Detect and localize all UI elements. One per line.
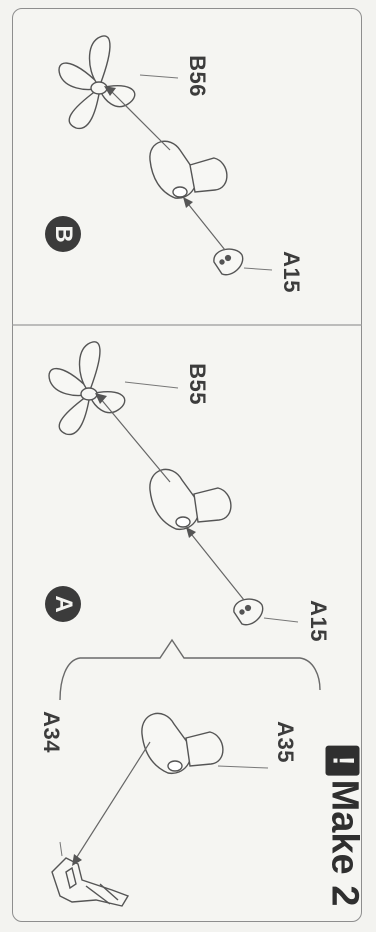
hub-b-icon: [150, 141, 227, 198]
step-a-drawing: [49, 342, 298, 625]
hub-a-icon: [150, 469, 231, 529]
make-count-label: ! Make 2: [323, 746, 366, 907]
make-count-text: Make 2: [324, 780, 366, 907]
base-a15-a-icon: [234, 599, 263, 625]
part-label-a15-a: A15: [305, 600, 331, 642]
part-label-b55: B55: [184, 363, 210, 405]
part-label-a34: A34: [38, 711, 64, 753]
hub-a35-icon: [142, 713, 223, 773]
part-label-a15-b: A15: [278, 251, 304, 293]
exclamation-icon: !: [326, 746, 360, 776]
step-a-badge-label: A: [49, 595, 77, 612]
part-label-b56: B56: [184, 55, 210, 97]
propeller-b56-icon: [59, 36, 135, 129]
part-label-a35: A35: [272, 721, 298, 763]
step-b-drawing: [59, 36, 272, 275]
top-assembly-brace: [60, 640, 320, 700]
propeller-b55-icon: [49, 342, 125, 435]
step-top-drawing: [52, 713, 268, 906]
base-a15-b-icon: [214, 249, 243, 275]
frame-a34-icon: [52, 858, 128, 906]
step-a-badge: A: [45, 586, 81, 622]
step-b-badge: B: [45, 216, 81, 252]
step-b-badge-label: B: [49, 225, 77, 242]
